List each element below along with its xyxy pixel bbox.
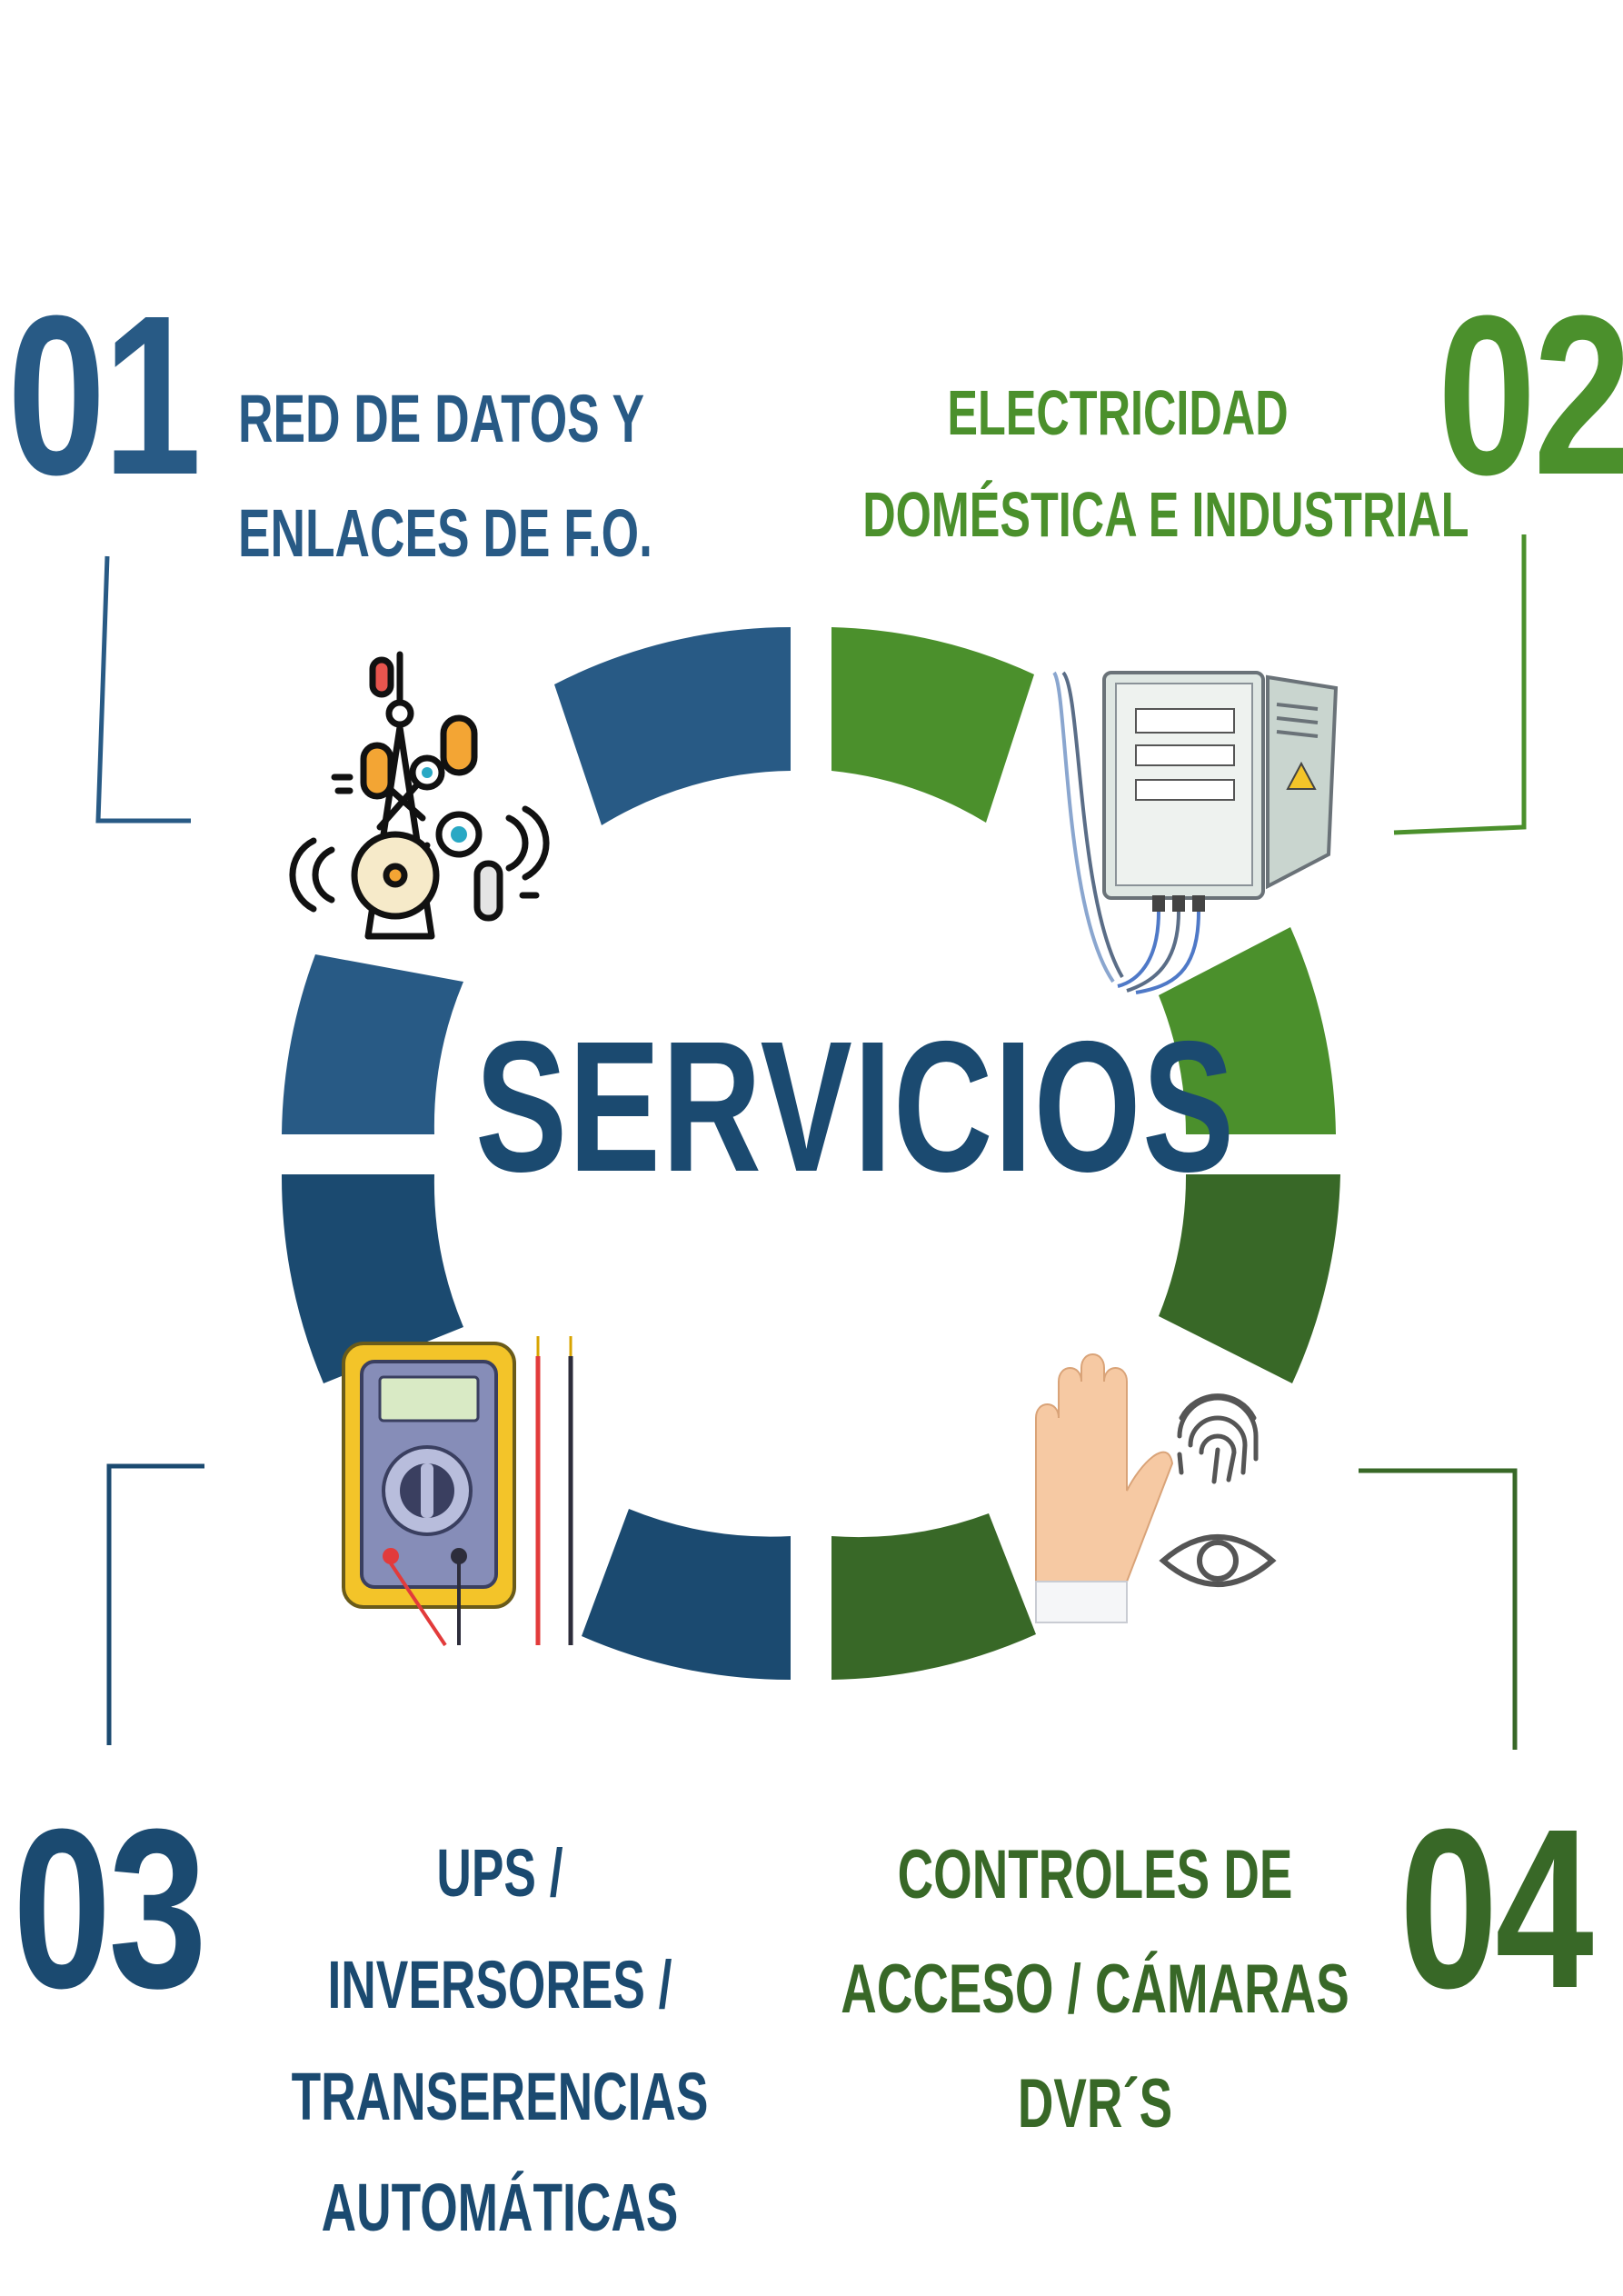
antenna-tower-icon bbox=[289, 651, 550, 940]
bracket-03 bbox=[106, 1463, 204, 1745]
ring bbox=[281, 627, 1340, 1681]
service-label-03: UPS / INVERSORES / TRANSERENCIAS AUTOMÁT… bbox=[271, 1818, 729, 2264]
ring-segment-right-upper bbox=[1159, 927, 1336, 1134]
bracket-04 bbox=[1359, 1468, 1518, 1750]
service-label-04: CONTROLES DE ACCESO / CÁMARAS DVR´S bbox=[840, 1818, 1350, 2161]
service-number-04: 04 bbox=[1399, 1782, 1594, 2035]
service-label-line: ENLACES DE F.O. bbox=[238, 494, 652, 571]
ring-segment-left-upper bbox=[282, 954, 463, 1134]
multimeter-icon bbox=[342, 1336, 573, 1647]
service-label-line: ELECTRICIDAD bbox=[947, 377, 1289, 448]
bracket-02 bbox=[1393, 534, 1527, 835]
service-label-line: DVR´S bbox=[1017, 2065, 1173, 2143]
service-label-line: UPS / bbox=[436, 1835, 563, 1911]
biometric-access-icon bbox=[1035, 1353, 1277, 1623]
service-label-line: AUTOMÁTICAS bbox=[321, 2170, 679, 2246]
service-label-02: ELECTRICIDAD DOMÉSTICA E INDUSTRIAL bbox=[862, 362, 1469, 565]
ring-segment-left-lower bbox=[281, 1174, 463, 1383]
ring-segment-bottom-left bbox=[582, 1509, 791, 1681]
service-label-line: TRANSERENCIAS bbox=[291, 2058, 709, 2134]
service-number-01: 01 bbox=[7, 268, 202, 522]
service-label-line: CONTROLES DE bbox=[897, 1836, 1293, 1913]
ring-segment-right-lower bbox=[1159, 1174, 1340, 1383]
service-label-line: RED DE DATOS Y bbox=[238, 381, 645, 456]
service-number-03: 03 bbox=[13, 1782, 207, 2035]
service-number-02: 02 bbox=[1438, 268, 1623, 522]
page-title: SERVICIOS bbox=[475, 1003, 1236, 1211]
ring-segment-top-left bbox=[554, 627, 791, 825]
service-label-line: DOMÉSTICA E INDUSTRIAL bbox=[862, 479, 1469, 550]
ring-segment-bottom-right bbox=[831, 1513, 1036, 1680]
service-label-line: INVERSORES / bbox=[327, 1946, 672, 2022]
service-label-line: ACCESO / CÁMARAS bbox=[841, 1951, 1349, 2029]
ring-segment-top-right bbox=[831, 627, 1034, 823]
service-label-01: RED DE DATOS Y ENLACES DE F.O. bbox=[238, 362, 652, 591]
electrical-panel-icon bbox=[1052, 671, 1339, 994]
bracket-01 bbox=[95, 555, 191, 824]
